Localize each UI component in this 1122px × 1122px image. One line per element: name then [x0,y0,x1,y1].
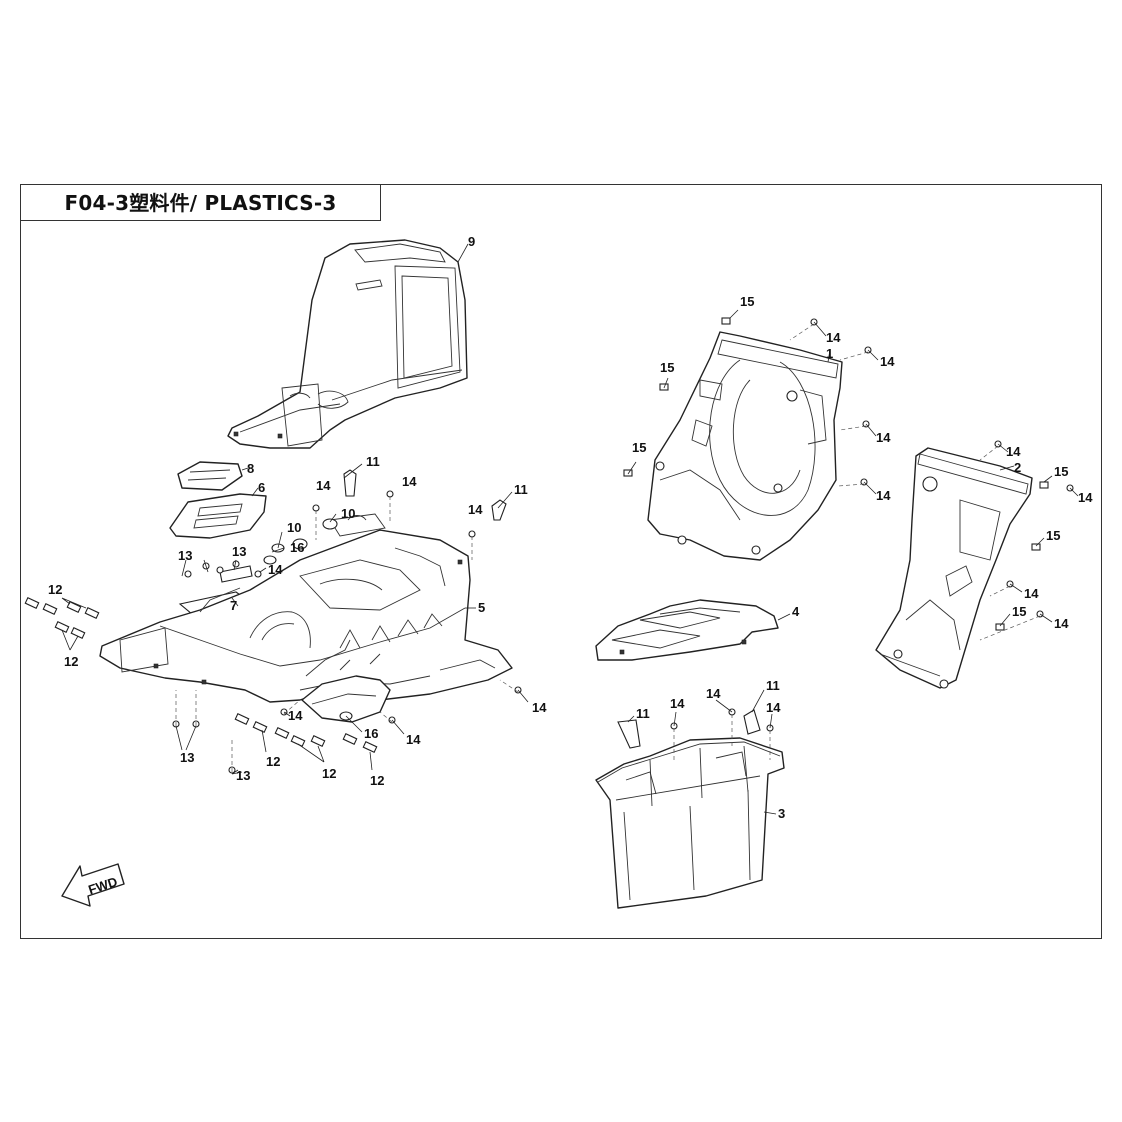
callout-11: 11 [514,482,528,497]
callout-15: 15 [1054,464,1068,479]
clips-11 [343,469,761,749]
callout-16: 16 [290,540,304,555]
title-box: F04-3塑料件/ PLASTICS-3 [20,184,381,221]
callout-14: 14 [826,330,841,345]
fwd-arrow: FWD [61,863,125,907]
callout-11: 11 [366,454,380,469]
clips-12-left [24,597,100,651]
callout-13: 13 [232,544,246,559]
callout-14: 14 [406,732,421,747]
callout-8: 8 [247,461,254,476]
callout-14: 14 [468,502,483,517]
part-3-storage-box [595,737,785,909]
callout-15: 15 [632,440,646,455]
callout-12: 12 [370,773,384,788]
callout-14: 14 [268,562,283,577]
callout-14: 14 [1054,616,1069,631]
part-5-center-console-base [99,513,513,703]
callout-14: 14 [316,478,331,493]
lower-bracket [301,653,391,723]
callout-5: 5 [478,600,485,615]
callout-6: 6 [258,480,265,495]
callout-14: 14 [706,686,721,701]
callout-13: 13 [236,768,250,783]
callout-15: 15 [740,294,754,309]
callout-2: 2 [1014,460,1021,475]
callout-12: 12 [64,654,78,669]
part-8-switch-panel [177,461,249,491]
part-2-right-panel [875,447,1033,689]
part-9-console-cover [227,239,469,449]
callout-3: 3 [778,806,785,821]
part-6-shift-cover [169,487,267,539]
callout-14: 14 [288,708,303,723]
part-1-left-panel [647,331,843,561]
callout-14: 14 [876,488,891,503]
callout-11: 11 [766,678,780,693]
callout-13: 13 [178,548,192,563]
callout-14: 14 [766,700,781,715]
callout-10: 10 [287,520,301,535]
callout-14: 14 [1078,490,1093,505]
callout-15: 15 [1012,604,1026,619]
callout-15: 15 [1046,528,1060,543]
callout-12: 12 [48,582,62,597]
callout-13: 13 [180,750,194,765]
callout-16: 16 [364,726,378,741]
clips-12-bottom [234,713,378,771]
diagram-frame [20,184,1102,939]
callout-9: 9 [468,234,475,249]
callout-12: 12 [266,754,280,769]
callout-14: 14 [402,474,417,489]
callout-labels: 9 8 6 11 14 14 11 14 10 10 16 13 13 14 7… [48,234,1093,821]
callout-14: 14 [1006,444,1021,459]
callout-4: 4 [792,604,800,619]
callout-14: 14 [880,354,895,369]
callout-11: 11 [636,706,650,721]
callout-15: 15 [660,360,674,375]
leader-lines [175,309,1079,775]
page-title: F04-3塑料件/ PLASTICS-3 [64,191,337,215]
part-4-tray-lid [595,599,791,661]
callout-10: 10 [341,506,355,521]
callout-7: 7 [230,598,237,613]
callout-12: 12 [322,766,336,781]
callout-14: 14 [876,430,891,445]
callout-1: 1 [826,346,833,361]
callout-14: 14 [532,700,547,715]
callout-14: 14 [670,696,685,711]
callout-14: 14 [1024,586,1039,601]
